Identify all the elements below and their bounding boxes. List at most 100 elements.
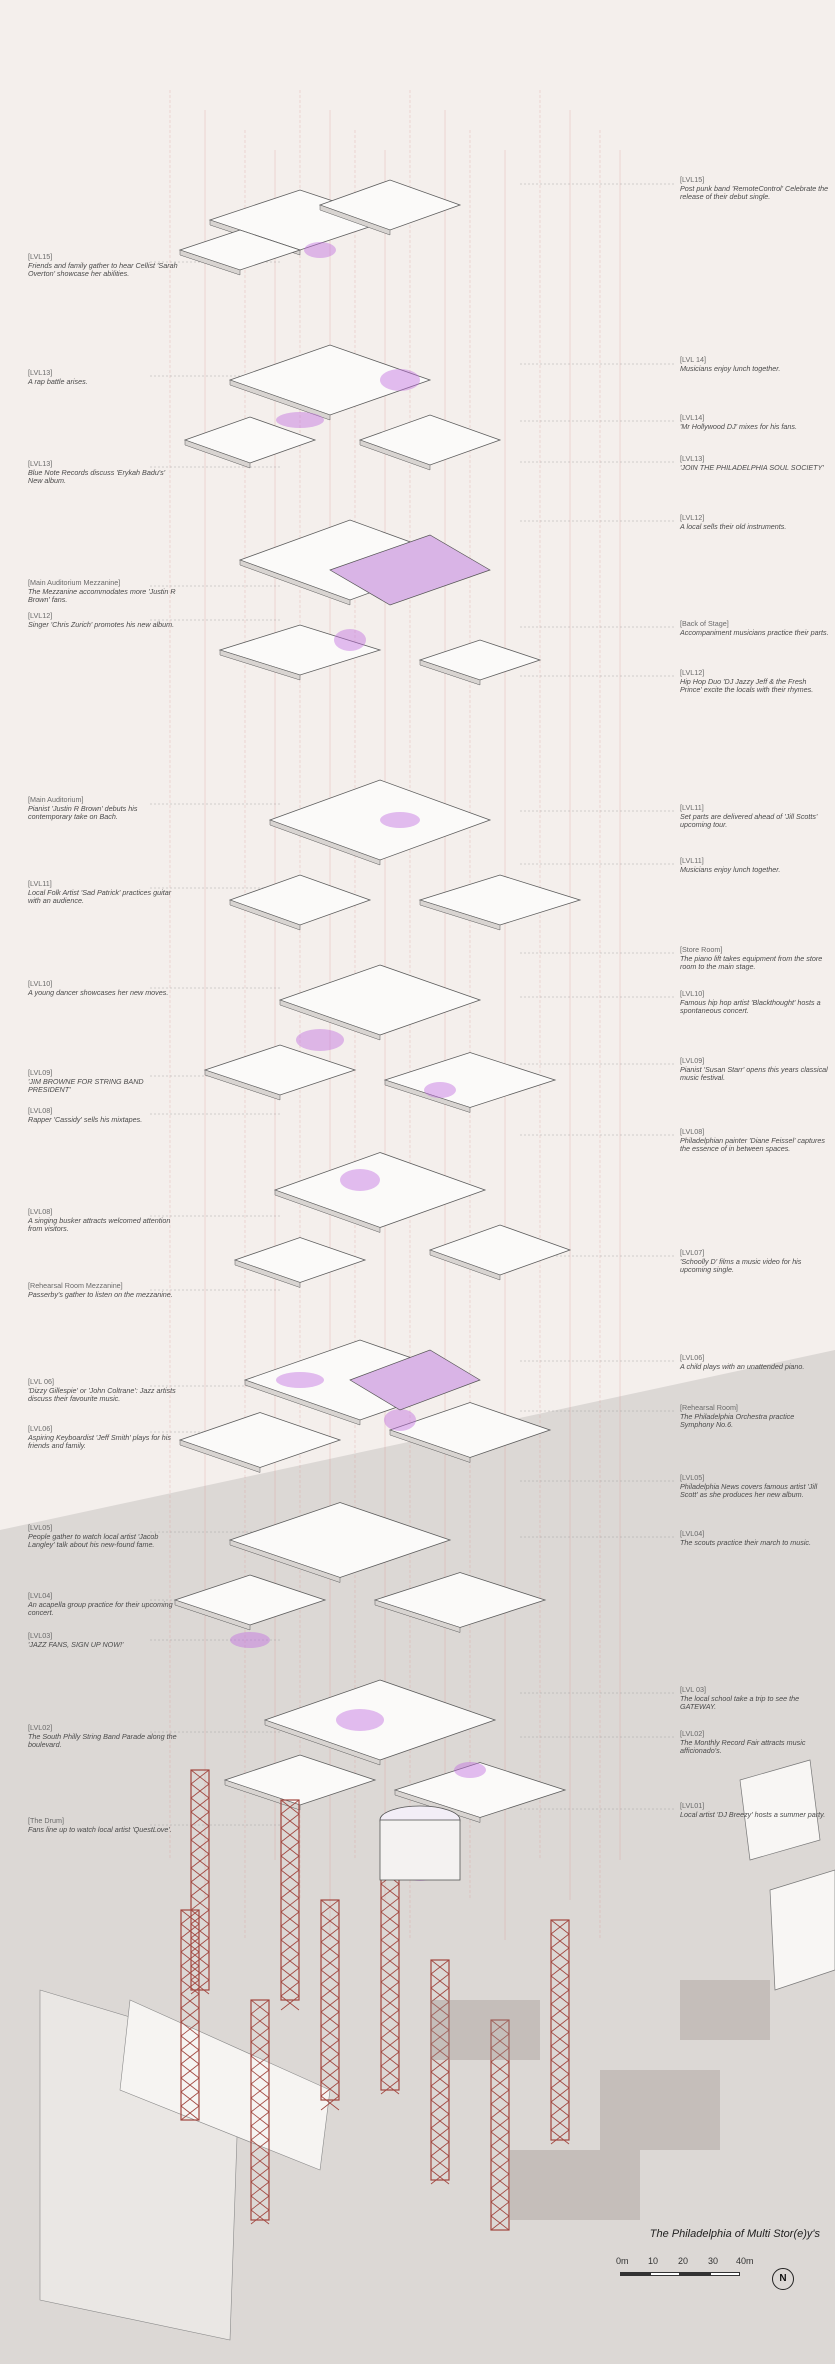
lattice-brace [430, 1987, 450, 2003]
note-tag: [LVL14] [680, 413, 705, 422]
lattice-brace [430, 2155, 450, 2171]
note-tag: [LVL10] [680, 989, 705, 998]
lattice-brace [430, 2001, 450, 2017]
lattice-brace [250, 2055, 270, 2071]
lattice-brace [190, 1937, 210, 1953]
lattice-brace [550, 1975, 570, 1991]
note-right: [Rehearsal Room]The Philadelphia Orchest… [680, 1403, 830, 1430]
lattice-brace [490, 2201, 510, 2217]
lattice-column [190, 1769, 210, 1991]
note-text: 'JAZZ FANS, SIGN UP NOW!' [28, 1639, 124, 1649]
lattice-brace [250, 2209, 270, 2225]
lattice-brace [180, 1993, 200, 2009]
lattice-brace [180, 2105, 200, 2121]
lattice-brace [380, 2065, 400, 2081]
lattice-brace [490, 2103, 510, 2119]
lattice-brace [190, 1979, 210, 1995]
lattice-brace [250, 2153, 270, 2169]
lattice-brace [380, 1911, 400, 1927]
activity-highlight [230, 1632, 270, 1648]
lattice-brace [490, 2145, 510, 2161]
lattice-column [280, 1799, 300, 2001]
note-tag: [LVL13] [28, 459, 53, 468]
note-text: Local Folk Artist 'Sad Patrick' practice… [28, 887, 172, 906]
note-tag: [LVL06] [680, 1353, 705, 1362]
lattice-brace [250, 2139, 270, 2155]
lattice-brace [490, 2215, 510, 2231]
lattice-brace [320, 1983, 340, 1999]
lattice-brace [320, 1913, 340, 1929]
lattice-brace [250, 2097, 270, 2113]
note-left: [LVL08]Rapper 'Cassidy' sells his mixtap… [28, 1106, 178, 1124]
floor-plate [383, 1052, 557, 1108]
lattice-brace [190, 1825, 210, 1841]
plate-edge [419, 899, 501, 931]
note-tag: [LVL15] [680, 175, 705, 184]
note-tag: [LVL13] [28, 368, 53, 377]
note-right: [LVL13]'JOIN THE PHILADELPHIA SOUL SOCIE… [680, 454, 830, 472]
lattice-brace [190, 1797, 210, 1813]
lattice-brace [430, 2113, 450, 2129]
lattice-brace [550, 1947, 570, 1963]
activity-highlight [276, 412, 324, 428]
lattice-brace [280, 1981, 300, 1997]
note-right: [LVL04]The scouts practice their march t… [680, 1529, 830, 1547]
main-auditorium [329, 534, 491, 606]
floor-plate [273, 1152, 487, 1228]
lattice-column [430, 1959, 450, 2181]
lattice-brace [320, 1941, 340, 1957]
lattice-brace [190, 1853, 210, 1869]
lattice-brace [180, 2021, 200, 2037]
floor-plate [203, 1044, 357, 1096]
note-right: [LVL09]Pianist 'Susan Starr' opens this … [680, 1056, 830, 1083]
plate-edge [184, 439, 251, 469]
lattice-brace [490, 2033, 510, 2049]
plate-edge [204, 1069, 281, 1101]
floor-plate [418, 874, 582, 926]
lattice-brace [490, 2187, 510, 2203]
note-tag: [LVL08] [28, 1207, 53, 1216]
lattice-brace [320, 1899, 340, 1915]
plate-edge [229, 379, 331, 421]
ground-shadow [680, 1980, 770, 2040]
lattice-brace [550, 1919, 570, 1935]
note-tag: [Rehearsal Room] [680, 1403, 738, 1412]
note-right: [LVL06]A child plays with an unattended … [680, 1353, 830, 1371]
lattice-brace [320, 2081, 340, 2097]
note-tag: [LVL13] [680, 454, 705, 463]
lattice-brace [490, 2089, 510, 2105]
note-text: The Monthly Record Fair attracts music a… [680, 1737, 806, 1756]
scale-segment [650, 2272, 680, 2276]
lattice-brace [320, 2025, 340, 2041]
lattice-brace [190, 1867, 210, 1883]
lattice-brace [380, 1981, 400, 1997]
note-text: 'JOIN THE PHILADELPHIA SOUL SOCIETY' [680, 462, 824, 472]
note-text: Philadelphia News covers famous artist '… [680, 1481, 818, 1500]
lattice-brace [430, 2015, 450, 2031]
scale-segment [710, 2272, 740, 2276]
note-left: [Main Auditorium Mezzanine]The Mezzanine… [28, 578, 178, 605]
lattice-brace [190, 1895, 210, 1911]
lattice-brace [380, 1967, 400, 1983]
note-left: [LVL09]'JIM BROWNE FOR STRING BAND PRESI… [28, 1068, 178, 1095]
note-tag: [LVL02] [28, 1723, 53, 1732]
building-block [739, 1759, 821, 1861]
scale-label: 40m [736, 2256, 754, 2266]
lattice-brace [180, 2035, 200, 2051]
note-text: The South Philly String Band Parade alon… [28, 1731, 177, 1750]
scale-label: 30 [708, 2256, 719, 2266]
note-text: Friends and family gather to hear Cellis… [28, 260, 178, 279]
plate-edge [359, 439, 431, 471]
note-tag: [LVL09] [680, 1056, 705, 1065]
note-text: 'Schoolly D' films a music video for his… [680, 1256, 802, 1275]
note-tag: [LVL11] [680, 856, 704, 865]
note-left: [LVL10]A young dancer showcases her new … [28, 979, 178, 997]
lattice-brace [380, 1939, 400, 1955]
note-tag: [LVL07] [680, 1248, 705, 1257]
activity-highlight [384, 1409, 416, 1431]
lattice-brace [430, 2141, 450, 2157]
activity-highlight [336, 1709, 384, 1731]
lattice-brace [430, 2057, 450, 2073]
plate-edge [239, 559, 351, 606]
building-block [769, 1869, 835, 1991]
